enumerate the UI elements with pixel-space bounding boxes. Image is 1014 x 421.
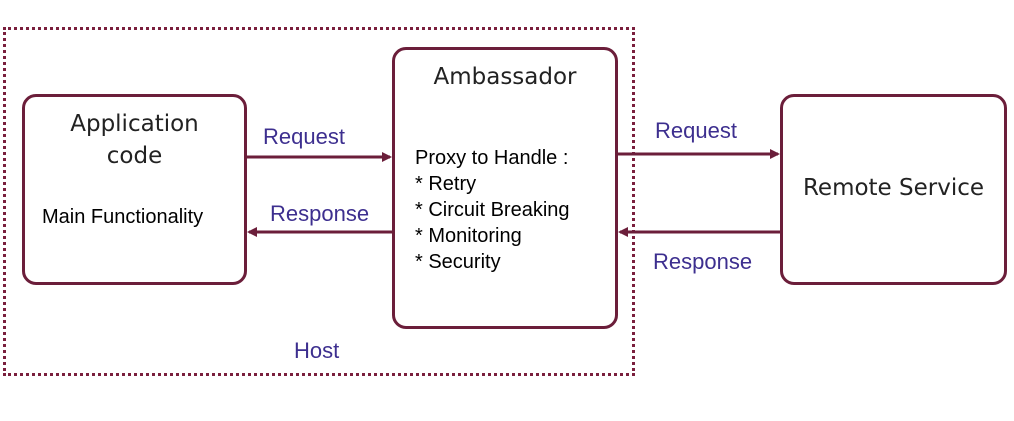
ambassador-item-circuit-breaking: * Circuit Breaking — [415, 199, 570, 221]
ambassador-item-retry: * Retry — [415, 173, 477, 195]
edge-label-response-remote: Response — [653, 249, 753, 274]
ambassador-title: Ambassador — [433, 64, 577, 90]
application-code-box — [22, 94, 247, 285]
ambassador-item-security: * Security — [415, 251, 501, 273]
edge-label-request-app: Request — [263, 124, 345, 149]
host-label: Host — [294, 338, 340, 363]
remote-service-title: Remote Service — [802, 175, 985, 201]
application-title-line2: code — [106, 143, 163, 169]
remote-service-box — [780, 94, 1007, 285]
ambassador-item-monitoring: * Monitoring — [415, 225, 522, 247]
ambassador-box — [392, 47, 618, 329]
edge-label-request-remote: Request — [655, 118, 737, 143]
application-title-line1: Application — [70, 111, 199, 137]
host-boundary — [3, 27, 635, 376]
edge-label-response-app: Response — [270, 201, 370, 226]
ambassador-intro: Proxy to Handle : — [415, 147, 569, 169]
application-body: Main Functionality — [42, 206, 204, 228]
